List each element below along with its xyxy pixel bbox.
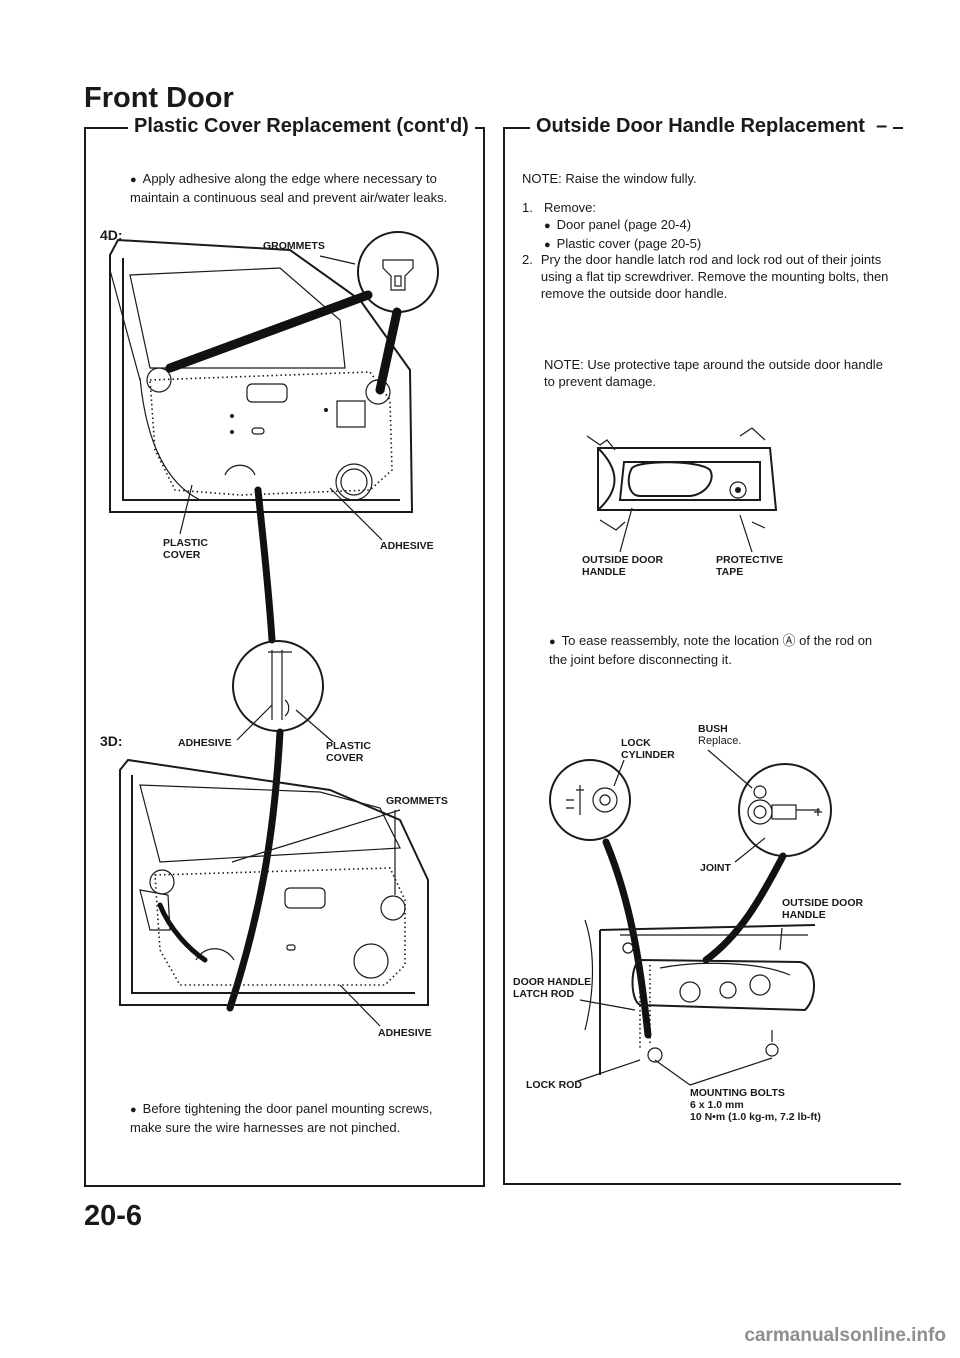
callout-protective-tape: PROTECTIVE TAPE bbox=[716, 554, 784, 578]
raise-window-note: NOTE: Raise the window fully. bbox=[522, 171, 697, 186]
protective-tape-note: NOTE: Use protective tape around the out… bbox=[544, 357, 883, 389]
callout-lock-cylinder: LOCK CYLINDER bbox=[621, 737, 675, 761]
label-4d: 4D: bbox=[100, 227, 123, 243]
left-section-title: Plastic Cover Replacement (cont'd) bbox=[128, 115, 475, 138]
step-1-text: Remove: bbox=[544, 200, 597, 215]
callout-adhesive-3d: ADHESIVE bbox=[378, 1027, 432, 1039]
callout-bolt-torque: 10 N•m (1.0 kg-m, 7.2 lb-ft) bbox=[690, 1111, 821, 1123]
step-1-item: Plastic cover (page 20-5) bbox=[544, 235, 892, 254]
callout-door-handle-latch-rod: DOOR HANDLE LATCH ROD bbox=[513, 976, 592, 1000]
adhesive-note: Apply adhesive along the edge where nece… bbox=[130, 170, 465, 206]
callout-plastic-cover-4d: PLASTIC COVER bbox=[163, 537, 208, 561]
callout-bush: BUSH bbox=[698, 723, 728, 735]
callout-mounting-bolts: MOUNTING BOLTS bbox=[690, 1087, 785, 1099]
right-section-title: Outside Door Handle Replacement – bbox=[530, 115, 894, 138]
step-1-item: Door panel (page 20-4) bbox=[544, 216, 892, 235]
footer-watermark: carmanualsonline.info bbox=[744, 1325, 946, 1346]
label-3d: 3D: bbox=[100, 733, 123, 749]
step-2-text: Pry the door handle latch rod and lock r… bbox=[540, 252, 889, 301]
page-title: Front Door bbox=[84, 82, 234, 114]
callout-bolt-size: 6 x 1.0 mm bbox=[690, 1099, 744, 1111]
step-1-number: 1. bbox=[522, 200, 533, 215]
callout-bush-replace: Replace. bbox=[698, 735, 742, 747]
callout-joint: JOINT bbox=[700, 862, 731, 874]
step-2-number: 2. bbox=[522, 252, 533, 267]
tighten-note: Before tightening the door panel mountin… bbox=[130, 1100, 465, 1136]
right-bottom-rule bbox=[503, 1183, 901, 1185]
callout-plastic-cover-detail: PLASTIC COVER bbox=[326, 740, 371, 764]
callout-grommets-3d: GROMMETS bbox=[386, 795, 448, 807]
reassembly-note: To ease reassembly, note the location Ⓐ … bbox=[549, 632, 889, 668]
callout-adhesive-detail: ADHESIVE bbox=[178, 737, 232, 749]
step-1: 1. Remove: Door panel (page 20-4) Plastic… bbox=[522, 199, 892, 254]
callout-outside-door-handle-2: OUTSIDE DOOR HANDLE bbox=[782, 897, 864, 921]
page-number: 20-6 bbox=[84, 1200, 143, 1232]
callout-adhesive-4d: ADHESIVE bbox=[380, 540, 434, 552]
callout-outside-door-handle-1: OUTSIDE DOOR HANDLE bbox=[582, 554, 664, 578]
step-2: 2. Pry the door handle latch rod and lock… bbox=[522, 251, 892, 302]
